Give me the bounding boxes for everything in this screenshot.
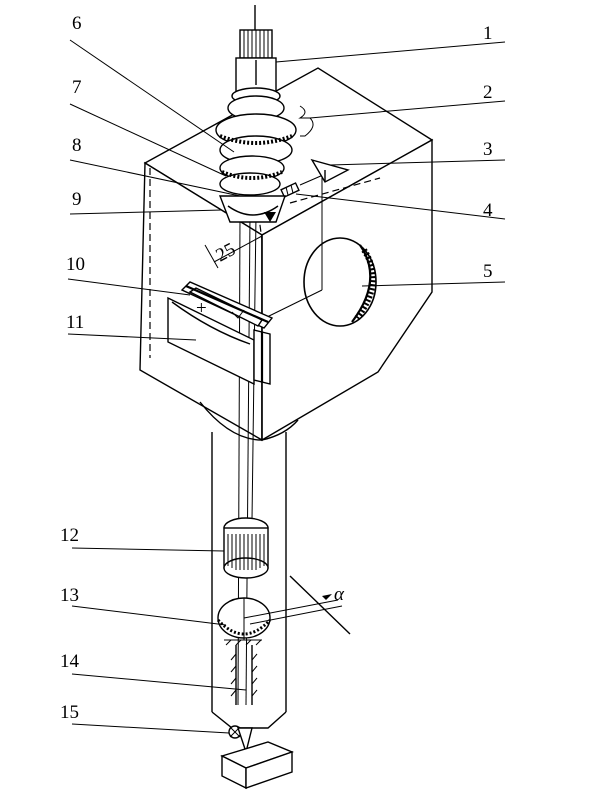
label-3: 3 [483, 139, 493, 160]
label-7: 7 [72, 77, 82, 98]
label-14: 14 [60, 651, 80, 672]
label-13: 13 [60, 585, 79, 606]
eyepiece [231, 5, 281, 105]
ball-lens [216, 597, 272, 640]
label-15: 15 [60, 702, 79, 723]
plus-mark: + [196, 298, 207, 319]
tube [199, 401, 299, 729]
label-12: 12 [60, 525, 79, 546]
label-4: 4 [483, 200, 493, 221]
objective-lens [223, 517, 269, 579]
circular-port [303, 237, 377, 327]
pivot-base [220, 725, 294, 790]
lens-stack [215, 95, 297, 196]
label-2: 2 [483, 82, 493, 103]
reticle-plate: + [180, 281, 274, 329]
small-prism [280, 182, 300, 198]
leader-lines [67, 39, 506, 734]
window [167, 296, 271, 386]
part-labels: 1 2 3 4 5 6 7 8 9 10 11 12 13 14 15 α [60, 13, 493, 723]
label-10: 10 [66, 254, 85, 275]
label-11: 11 [66, 312, 84, 333]
label-9: 9 [72, 189, 82, 210]
lower-prism [218, 195, 286, 223]
angle-indicator [243, 575, 351, 635]
label-6: 6 [72, 13, 82, 34]
label-8: 8 [72, 135, 82, 156]
spring-guide [224, 639, 262, 705]
angle-label: α [334, 584, 345, 605]
label-1: 1 [483, 23, 493, 44]
label-5: 5 [483, 261, 493, 282]
